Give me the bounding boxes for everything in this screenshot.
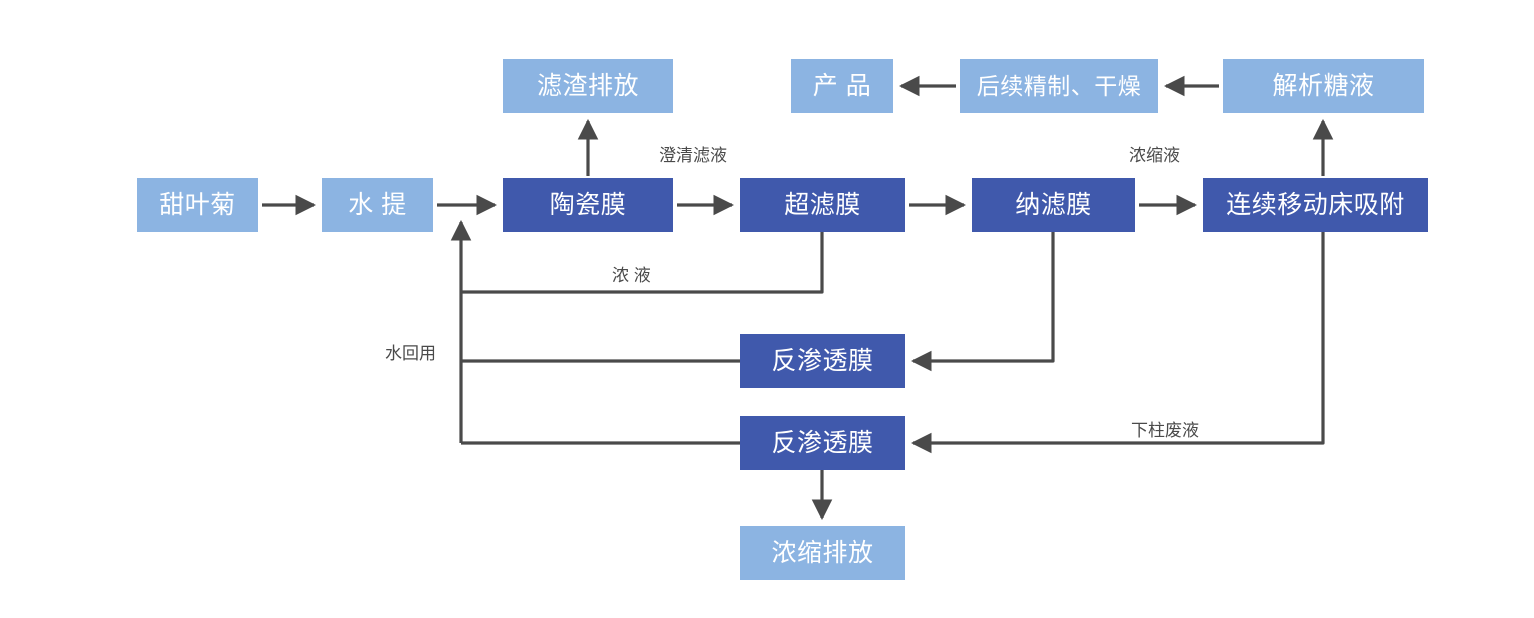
node-residue-discharge[interactable]: 滤渣排放: [503, 59, 673, 113]
edge-label-thick-liquid: 浓 液: [612, 266, 651, 285]
edge-label-water-reuse: 水回用: [385, 344, 436, 363]
node-continuous-moving-bed-adsorption[interactable]: 连续移动床吸附: [1203, 178, 1428, 232]
node-concentrate-discharge[interactable]: 浓缩排放: [740, 526, 905, 580]
node-reverse-osmosis-upper-label: 反渗透膜: [771, 346, 874, 375]
node-residue-discharge-label: 滤渣排放: [536, 71, 639, 100]
edge-label-column-waste-liquid: 下柱废液: [1131, 421, 1199, 440]
node-concentrate-discharge-label: 浓缩排放: [771, 538, 874, 567]
node-water-extraction-label: 水 提: [348, 190, 407, 219]
node-continuous-moving-bed-adsorption-label: 连续移动床吸附: [1226, 190, 1405, 219]
node-stevia[interactable]: 甜叶菊: [137, 178, 258, 232]
edge-label-concentrated-liquid: 浓缩液: [1129, 146, 1180, 165]
node-ceramic-membrane-label: 陶瓷膜: [549, 190, 627, 219]
node-water-extraction[interactable]: 水 提: [322, 178, 433, 232]
node-desorbed-sugar-liquid-label: 解析糖液: [1272, 71, 1375, 100]
node-refining-drying-label: 后续精制、干燥: [976, 72, 1142, 99]
connector-nanofilter-to-ro-upper: [910, 232, 1055, 372]
node-product[interactable]: 产 品: [791, 59, 893, 113]
node-nanofiltration-membrane-label: 纳滤膜: [1015, 190, 1092, 219]
node-desorbed-sugar-liquid[interactable]: 解析糖液: [1223, 59, 1424, 113]
edge-label-clarified-filtrate: 澄清滤液: [659, 146, 727, 165]
node-ultrafiltration-membrane-label: 超滤膜: [784, 190, 861, 219]
node-reverse-osmosis-lower[interactable]: 反渗透膜: [740, 416, 905, 470]
connector-movingbed-to-ro-lower: [910, 232, 1325, 454]
node-refining-drying[interactable]: 后续精制、干燥: [960, 59, 1158, 113]
node-ceramic-membrane[interactable]: 陶瓷膜: [503, 178, 673, 232]
node-stevia-label: 甜叶菊: [159, 190, 236, 219]
node-reverse-osmosis-upper[interactable]: 反渗透膜: [740, 334, 905, 388]
node-reverse-osmosis-lower-label: 反渗透膜: [771, 428, 874, 457]
node-nanofiltration-membrane[interactable]: 纳滤膜: [972, 178, 1135, 232]
node-product-label: 产 品: [812, 71, 872, 100]
node-ultrafiltration-membrane[interactable]: 超滤膜: [740, 178, 905, 232]
